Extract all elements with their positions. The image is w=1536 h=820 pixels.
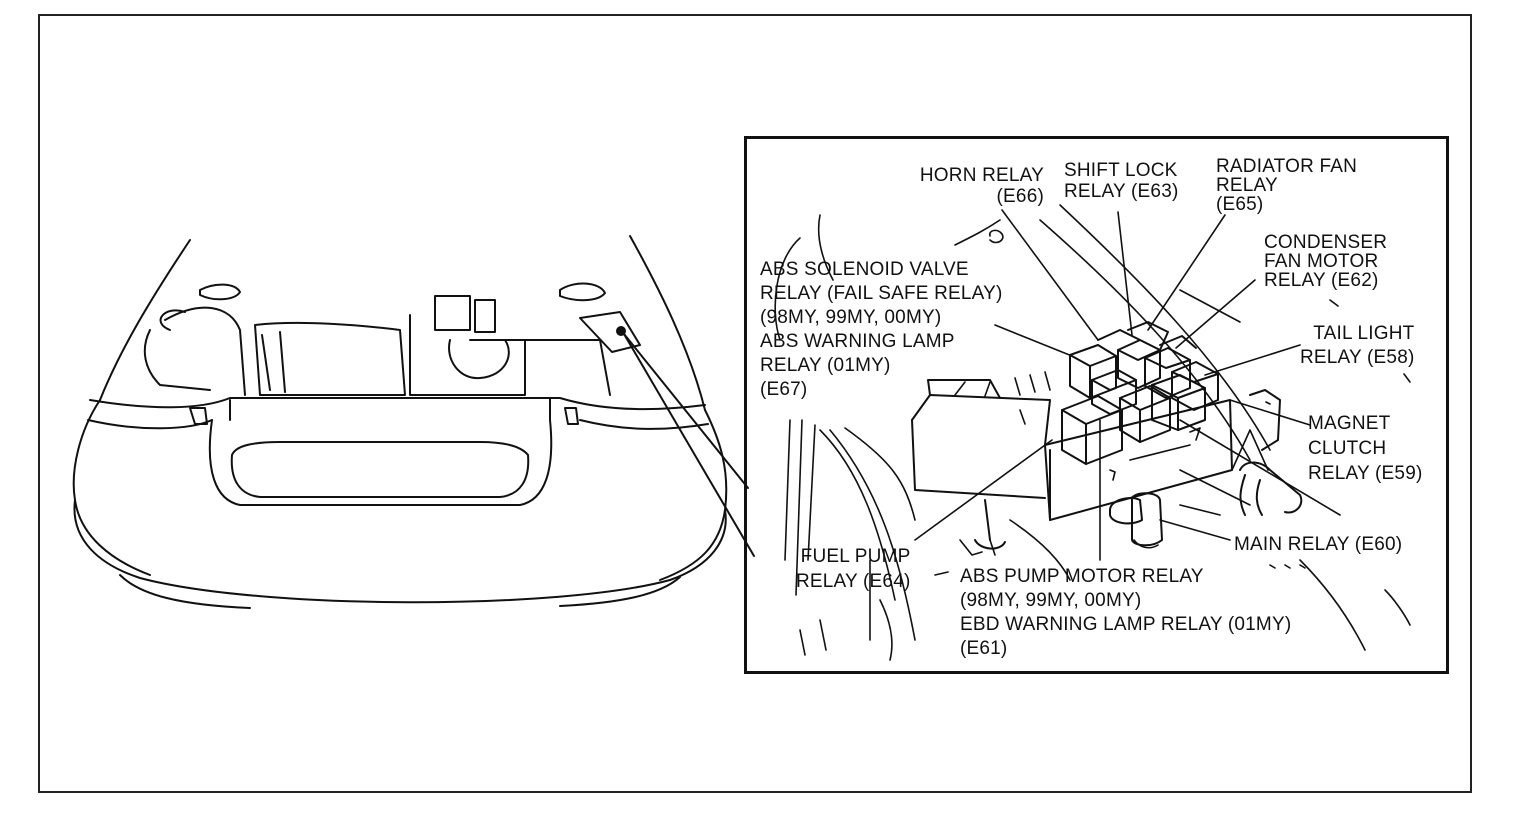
label-abs-solenoid-valve-relay: ABS SOLENOID VALVE RELAY (FAIL SAFE RELA… bbox=[760, 259, 1003, 400]
relay-box-inset bbox=[744, 136, 1449, 674]
vehicle-front-illustration bbox=[72, 235, 728, 609]
label-horn-relay: HORN RELAY (E66) bbox=[919, 165, 1044, 207]
leader-to-inset bbox=[623, 333, 755, 557]
relay-box-illustration bbox=[774, 204, 1411, 661]
label-fuel-pump-relay: FUEL PUMP RELAY (E64) bbox=[796, 546, 911, 592]
diagram-frame bbox=[38, 14, 1472, 793]
label-condenser-fan-motor-relay: CONDENSER FAN MOTOR RELAY (E62) bbox=[1264, 232, 1388, 291]
relay-cubes bbox=[1061, 321, 1219, 465]
label-main-relay: MAIN RELAY (E60) bbox=[1234, 534, 1403, 555]
label-tail-light-relay: TAIL LIGHT RELAY (E58) bbox=[1300, 323, 1415, 368]
label-magnet-clutch-relay: MAGNET CLUTCH RELAY (E59) bbox=[1308, 413, 1423, 484]
label-radiator-fan-relay: RADIATOR FAN RELAY (E65) bbox=[1216, 156, 1358, 215]
label-abs-pump-motor-relay: ABS PUMP MOTOR RELAY (98MY, 99MY, 00MY) … bbox=[960, 566, 1292, 659]
label-shift-lock-relay: SHIFT LOCK RELAY (E63) bbox=[1064, 160, 1179, 202]
label-leaders bbox=[914, 209, 1341, 576]
